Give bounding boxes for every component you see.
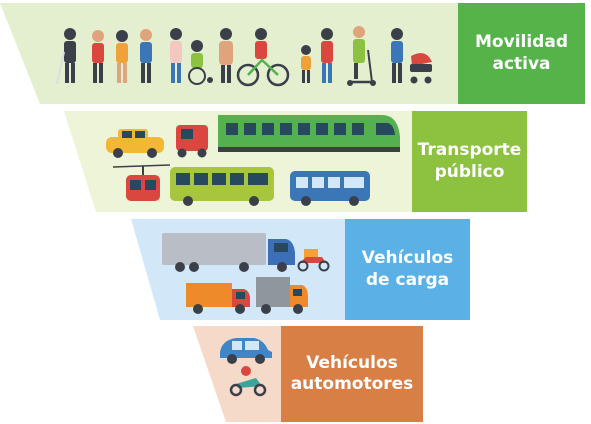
grey-truck-icon: [256, 277, 308, 314]
label-background: [412, 111, 527, 212]
green-bus-icon: [170, 167, 274, 206]
tier-vehiculos-carga: Vehículos de carga: [0, 219, 591, 320]
tier-label-movilidad-activa: Movilidad activa: [458, 3, 585, 104]
stroller-pedestrian-icon: [391, 28, 432, 84]
cable-car-icon: [112, 164, 171, 201]
tier-label-line2: automotores: [290, 374, 414, 394]
tier-movilidad-activa-band: [0, 3, 585, 104]
tier-label-line2: activa: [492, 53, 551, 74]
label-background: [281, 326, 423, 422]
label-background: [458, 3, 585, 104]
scooter-rider-icon: [347, 26, 376, 86]
tier-label-line2: de carga: [365, 269, 450, 290]
motorbike-icon: [229, 366, 267, 397]
car-icon: [220, 338, 272, 364]
tier-label-line2: público: [434, 161, 505, 182]
pedestrian-icon: [116, 30, 128, 83]
tier-transporte-publico-band: [64, 111, 527, 212]
blue-bus-icon: [290, 171, 370, 206]
pedestrian-icon: [170, 28, 182, 83]
pedestrian-icon: [219, 28, 233, 83]
parent-with-child-icon: [301, 28, 333, 83]
wheelchair-user-icon: [188, 40, 213, 85]
pedestrian-icon: [92, 30, 104, 83]
tier-label-transporte-publico: Transporte público: [412, 111, 527, 212]
label-background: [345, 219, 470, 320]
tier-vehiculos-automotores: Vehículos automotores: [0, 326, 591, 422]
tier-label-line1: Movilidad: [475, 32, 568, 53]
delivery-motorbike-icon: [297, 249, 330, 272]
cyclist-icon: [236, 28, 290, 87]
blind-pedestrian-icon: [56, 28, 76, 85]
taxi-icon: [106, 129, 164, 158]
tuk-tuk-icon: [176, 125, 208, 158]
private-vehicles-illustration: [220, 338, 272, 397]
tier-label-line1: Vehículos: [306, 352, 398, 373]
train-icon: [218, 115, 400, 152]
semi-truck-icon: [162, 233, 295, 272]
tier-vehiculos-carga-band: [131, 219, 470, 320]
orange-truck-icon: [186, 283, 250, 314]
cargo-vehicles-illustration: [162, 233, 330, 314]
public-transport-illustration: [106, 115, 400, 206]
tier-label-vehiculos-automotores: Vehículos automotores: [281, 326, 423, 422]
tier-label-line1: Transporte: [417, 140, 522, 161]
pedestrian-icon: [140, 29, 152, 83]
tier-vehiculos-automotores-band: [193, 326, 423, 422]
tier-label-vehiculos-carga: Vehículos de carga: [345, 219, 470, 320]
tier-transporte-publico: Transporte público: [0, 111, 591, 212]
pedestrians-illustration: [56, 26, 432, 87]
tier-movilidad-activa: Movilidad activa: [0, 0, 591, 104]
tier-label-line1: Vehículos: [361, 248, 454, 269]
